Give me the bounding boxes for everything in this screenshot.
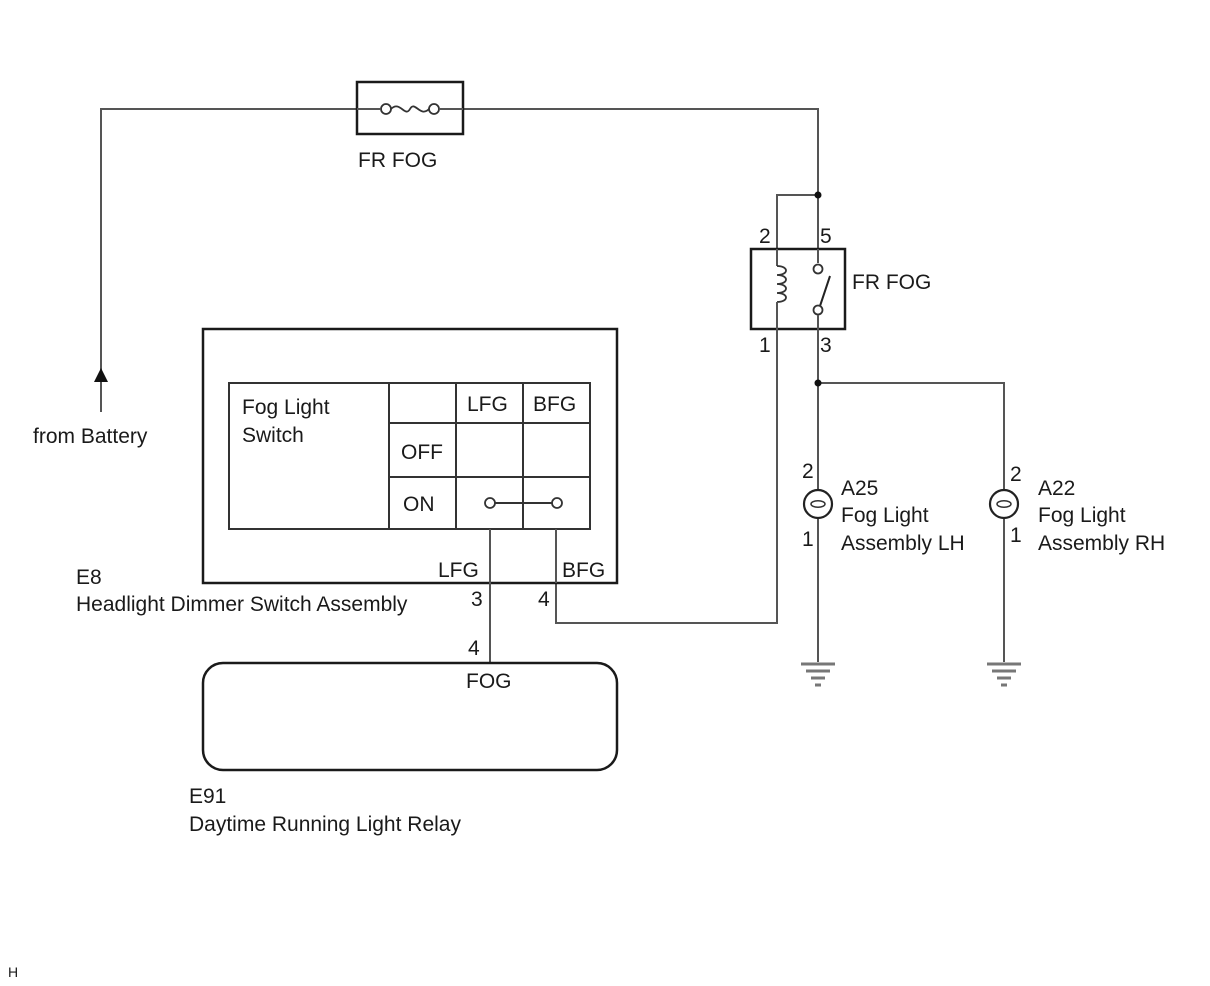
junction-dot [814,379,822,387]
lamp-a25-code: A25 [841,477,878,500]
relay-label: FR FOG [852,271,931,294]
relay-coil-icon [776,265,787,303]
switch-assembly-code: E8 [76,566,102,589]
relay-pin-3: 3 [820,334,832,357]
switch-terminal-lfg: LFG [438,559,479,582]
lamp-feed-wires [814,329,1005,662]
ground-icon [801,662,835,687]
lamp-a25-icon [802,488,834,520]
supply-wire [100,108,819,412]
switch-terminal-bfg: BFG [562,559,605,582]
junction-dot [814,191,822,199]
switch-row-off: OFF [401,441,443,464]
switch-pin-3: 3 [471,588,483,611]
relay-switch-contact-icon [819,275,831,307]
drl-relay-pin-4: 4 [468,637,480,660]
lamp-a22-pin-2: 2 [1010,463,1022,486]
relay-fr-fog [749,191,847,331]
ground-icon [987,662,1021,687]
lamp-a25-name-1: Fog Light [841,504,929,527]
lamp-a22-icon [988,488,1020,520]
switch-assembly-name: Headlight Dimmer Switch Assembly [76,593,408,616]
switch-table-title-1: Fog Light [242,396,330,419]
fuse-fr-fog [355,80,465,136]
lamp-a22-name-2: Assembly RH [1038,532,1165,555]
battery-label: from Battery [33,425,148,448]
drl-relay-e91 [201,661,619,772]
switch-pin-4: 4 [538,588,550,611]
lamp-a25-pin-2: 2 [802,460,814,483]
corner-label: H [8,964,18,980]
relay-pin-2: 2 [759,225,771,248]
fuse-label: FR FOG [358,149,437,172]
drl-relay-terminal-fog: FOG [466,670,512,693]
lamp-a25-name-2: Assembly LH [841,532,965,555]
switch-col-bfg: BFG [533,393,576,416]
lamp-a22-pin-1: 1 [1010,524,1022,547]
relay-pin-5: 5 [820,225,832,248]
switch-assembly-e8 [201,327,619,662]
lamp-a25-pin-1: 1 [802,528,814,551]
switch-col-lfg: LFG [467,393,508,416]
fuse-element-icon [390,105,430,113]
drl-relay-name: Daytime Running Light Relay [189,813,461,836]
lamp-a22-code: A22 [1038,477,1075,500]
switch-row-on: ON [403,493,435,516]
battery-arrow-icon [94,368,108,382]
switch-on-connection-icon [484,497,563,509]
relay-pin-1: 1 [759,334,771,357]
switch-table-title-2: Switch [242,424,304,447]
drl-relay-code: E91 [189,785,226,808]
lamp-a22-name-1: Fog Light [1038,504,1126,527]
